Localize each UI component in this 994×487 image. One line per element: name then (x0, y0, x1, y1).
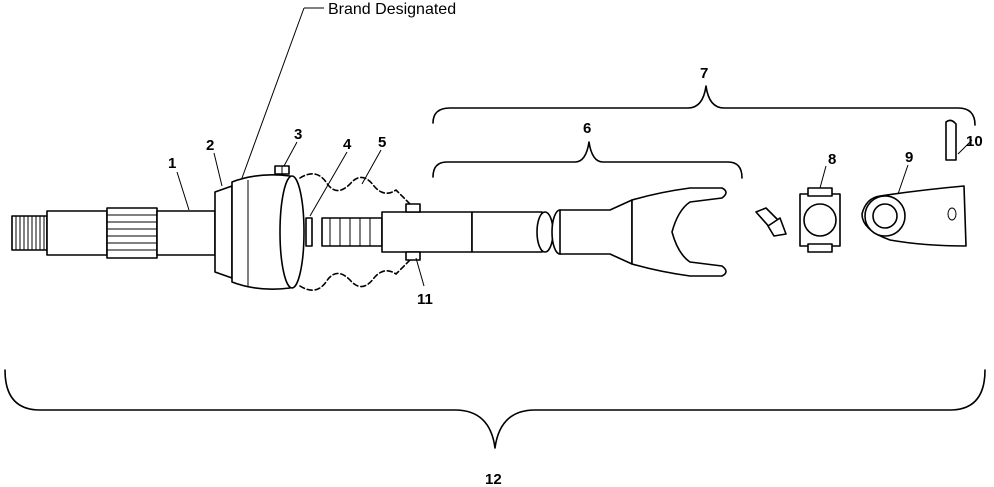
callout-3: 3 (294, 126, 302, 143)
callout-1: 1 (168, 155, 176, 172)
callout-4: 4 (343, 136, 352, 153)
brace-item-6 (432, 141, 743, 179)
boot-clamp-small (405, 203, 421, 261)
stub-shaft (11, 207, 216, 259)
boot-clamp-large (274, 165, 290, 175)
callout-10: 10 (966, 133, 983, 150)
callout-2: 2 (206, 137, 214, 154)
callout-6: 6 (583, 120, 591, 137)
leader-lines (176, 7, 973, 287)
callout-11: 11 (417, 291, 433, 308)
cross-bearing (799, 187, 841, 253)
brand-designated-label: Brand Designated (328, 1, 456, 18)
callout-8: 8 (828, 151, 836, 168)
callout-7: 7 (700, 65, 708, 82)
slip-yoke (551, 187, 727, 277)
callout-12: 12 (485, 471, 502, 487)
brace-item-7 (432, 85, 976, 126)
snap-ring (305, 217, 313, 247)
cv-joint-housing (214, 174, 305, 290)
brace-item-12 (4, 369, 986, 449)
end-yoke (861, 185, 967, 247)
inner-shaft (321, 211, 554, 253)
callout-5: 5 (378, 134, 386, 151)
grease-fitting (755, 207, 787, 237)
cv-boot (299, 173, 411, 291)
retainer-clip (945, 119, 957, 161)
callout-9: 9 (905, 149, 913, 166)
